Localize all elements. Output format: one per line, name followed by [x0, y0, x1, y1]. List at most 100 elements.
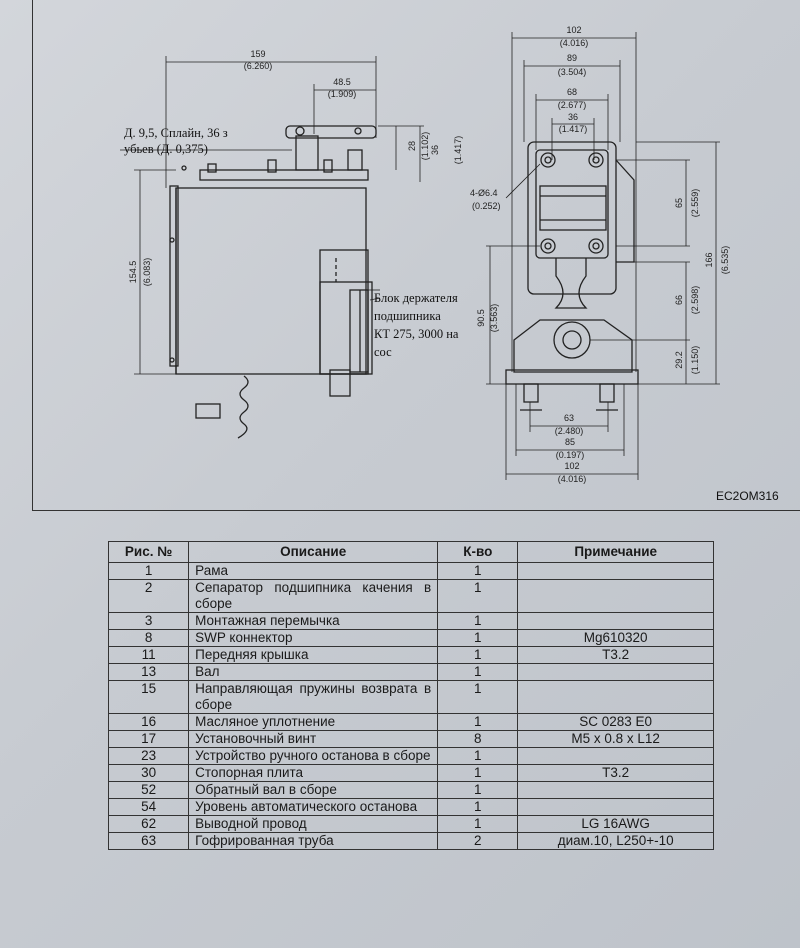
row-fig-no: 11 [107, 646, 190, 664]
row-description: Установочный винт [188, 730, 439, 748]
dim-68: 68 [567, 87, 577, 97]
row-qty: 1 [437, 663, 519, 681]
header-fig-no: Рис. № [107, 541, 190, 563]
bearing-note-line4: сос [374, 345, 392, 359]
row-fig-no: 8 [107, 629, 190, 647]
row-note [517, 680, 714, 714]
row-fig-no: 13 [107, 663, 190, 681]
header-note: Примечание [517, 541, 714, 563]
row-description: Рама [188, 562, 439, 580]
dim-89-in: (3.504) [558, 67, 587, 77]
row-description: Сепаратор подшипника качения в сборе [188, 579, 439, 613]
row-qty: 1 [437, 680, 519, 714]
row-fig-no: 2 [107, 579, 190, 613]
row-note: M5 x 0.8 x L12 [517, 730, 714, 748]
row-qty: 1 [437, 612, 519, 630]
corrugated-cable [237, 375, 249, 439]
dim-36-in: (1.417) [453, 136, 463, 165]
row-qty: 1 [437, 562, 519, 580]
dim-65-in: (2.559) [690, 189, 700, 218]
dim-65: 65 [674, 198, 684, 208]
row-qty: 1 [437, 646, 519, 664]
row-description: Обратный вал в сборе [188, 781, 439, 799]
dim-159: 159 [250, 49, 265, 59]
row-note [517, 579, 714, 613]
row-description: Передняя крышка [188, 646, 439, 664]
dim-63-in: (2.480) [555, 426, 584, 436]
row-fig-no: 3 [107, 612, 190, 630]
row-description: Стопорная плита [188, 764, 439, 782]
row-note: LG 16AWG [517, 815, 714, 833]
bearing-note-line3: КТ 275, 3000 на [374, 327, 459, 341]
shaft-bore [553, 321, 591, 359]
row-note [517, 612, 714, 630]
front-plate [527, 141, 617, 295]
dim-90-in: (3.563) [489, 304, 499, 333]
dim-29-in: (1.150) [690, 346, 700, 375]
row-fig-no: 63 [107, 832, 190, 850]
row-fig-no: 1 [107, 562, 190, 580]
dim-89: 89 [567, 53, 577, 63]
dim-r102: 102 [566, 25, 581, 35]
dim-r36: 36 [568, 112, 578, 122]
row-note: T3.2 [517, 764, 714, 782]
dim-29: 29.2 [674, 351, 684, 369]
dim-63: 63 [564, 413, 574, 423]
row-note: SC 0283 E0 [517, 713, 714, 731]
row-qty: 1 [437, 747, 519, 765]
header-qty: К-во [437, 541, 519, 563]
bearing-note-line1: Блок держателя [374, 291, 458, 305]
row-description: Гофрированная труба [188, 832, 439, 850]
row-fig-no: 23 [107, 747, 190, 765]
dim-hole: 4-Ø6.4 [470, 188, 498, 198]
dim-28-in: (1.102) [420, 132, 430, 161]
row-description: Монтажная перемычка [188, 612, 439, 630]
dim-154-in: (6.083) [142, 258, 152, 287]
row-description: Устройство ручного останова в сборе [188, 747, 439, 765]
row-note [517, 747, 714, 765]
row-qty: 1 [437, 781, 519, 799]
spline-note-line2: убьев (Д. 0,375) [124, 142, 208, 156]
top-plate [199, 169, 369, 181]
row-fig-no: 17 [107, 730, 190, 748]
dim-154: 154.5 [128, 261, 138, 284]
row-qty: 1 [437, 798, 519, 816]
table-header-row: Рис. № Описание К-во Примечание [107, 541, 714, 563]
row-description: Масляное уплотнение [188, 713, 439, 731]
dim-66-in: (2.598) [690, 286, 700, 315]
row-qty: 8 [437, 730, 519, 748]
spline-shaft [295, 135, 319, 171]
dim-159-in: (6.260) [244, 61, 273, 71]
dim-r102b-in: (4.016) [558, 474, 587, 484]
dim-166-in: (6.535) [720, 246, 730, 275]
base-housing [513, 319, 633, 373]
dim-48: 48.5 [333, 77, 351, 87]
dim-85-in: (0.197) [556, 450, 585, 460]
row-note [517, 798, 714, 816]
row-fig-no: 54 [107, 798, 190, 816]
spline-note-line1: Д. 9,5, Сплайн, 36 з [124, 126, 228, 140]
frame-body [175, 187, 367, 375]
row-note: T3.2 [517, 646, 714, 664]
dim-66: 66 [674, 295, 684, 305]
row-description: SWP коннектор [188, 629, 439, 647]
dim-166: 166 [704, 252, 714, 267]
row-qty: 1 [437, 629, 519, 647]
row-note: Mg610320 [517, 629, 714, 647]
row-note [517, 781, 714, 799]
drawing-code: EC2OM316 [716, 489, 779, 503]
